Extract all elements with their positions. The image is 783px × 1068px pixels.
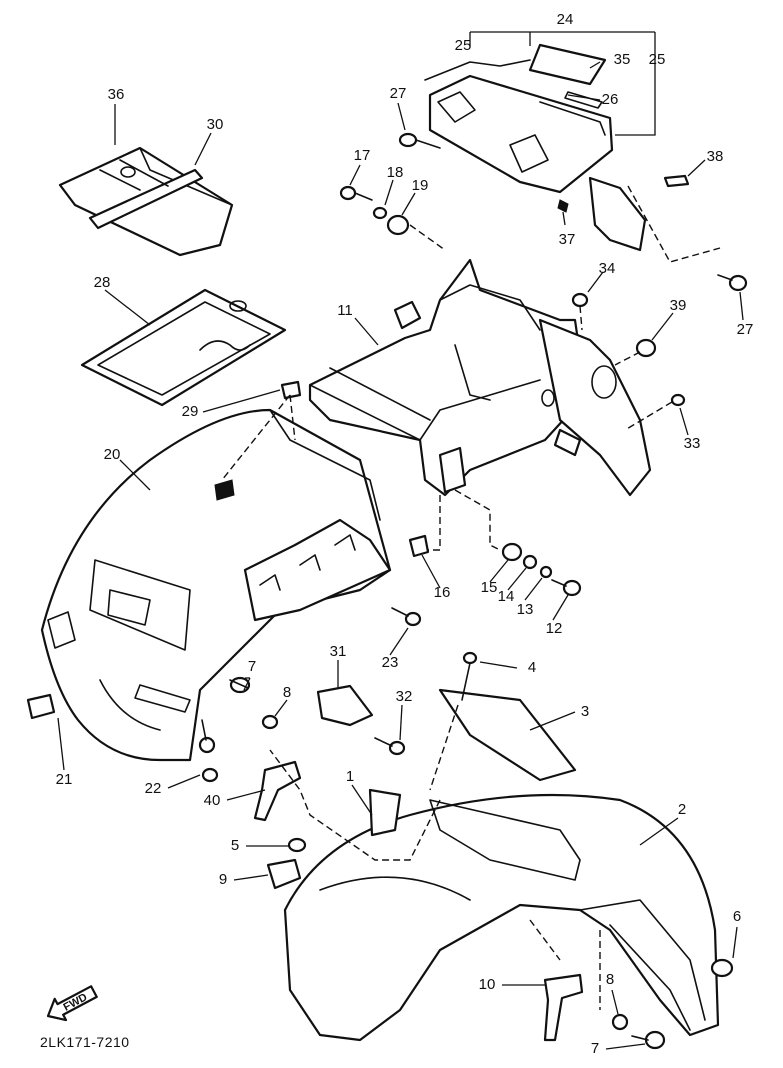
callout-28: 28 xyxy=(94,274,111,291)
callout-40: 40 xyxy=(204,792,221,809)
stay-40 xyxy=(253,760,302,822)
callout-4: 4 xyxy=(528,659,536,676)
rear-frame xyxy=(308,258,652,497)
callout-34: 34 xyxy=(599,260,616,277)
callout-7-top: 7 xyxy=(248,658,256,675)
callout-29: 29 xyxy=(182,403,199,420)
rear-fender xyxy=(40,408,392,762)
callout-36: 36 xyxy=(108,86,125,103)
callout-27-top: 27 xyxy=(390,85,407,102)
callout-39: 39 xyxy=(670,297,687,314)
callout-16: 16 xyxy=(434,584,451,601)
callout-6: 6 xyxy=(733,908,741,925)
seat-pouch xyxy=(58,146,234,257)
callout-31: 31 xyxy=(330,643,347,660)
callout-1: 1 xyxy=(346,768,354,785)
callout-21: 21 xyxy=(56,771,73,788)
callout-33: 33 xyxy=(684,435,701,452)
fwd-arrow-icon: FWD xyxy=(46,985,98,1022)
callout-8-top: 8 xyxy=(283,684,291,701)
callout-12: 12 xyxy=(546,620,563,637)
callout-35: 35 xyxy=(614,51,631,68)
callout-13: 13 xyxy=(517,601,534,618)
callout-20: 20 xyxy=(104,446,121,463)
callout-25-left: 25 xyxy=(455,37,472,54)
callout-32: 32 xyxy=(396,688,413,705)
taillight-group xyxy=(424,31,656,213)
bracket-31 xyxy=(316,684,374,727)
callout-18: 18 xyxy=(387,164,404,181)
callout-3: 3 xyxy=(581,703,589,720)
callout-24: 24 xyxy=(557,11,574,28)
callout-11: 11 xyxy=(337,302,353,319)
callout-23: 23 xyxy=(382,654,399,671)
callout-10: 10 xyxy=(479,976,496,993)
callout-25-right: 25 xyxy=(649,51,666,68)
callout-17: 17 xyxy=(354,147,371,164)
fwd-label: FWD xyxy=(62,991,90,1013)
callout-9: 9 xyxy=(219,871,227,888)
callout-leaders xyxy=(57,61,744,1050)
callout-22: 22 xyxy=(145,780,162,797)
callout-30: 30 xyxy=(207,116,224,133)
reflector-21 xyxy=(26,693,56,720)
stay-10 xyxy=(543,973,584,1042)
callout-19: 19 xyxy=(412,177,429,194)
inner-mudguard-3 xyxy=(438,688,577,782)
callout-5: 5 xyxy=(231,837,239,854)
callout-2: 2 xyxy=(678,801,686,818)
grommet-9 xyxy=(266,858,302,890)
callout-labels: 24 25 25 35 26 36 30 27 17 18 19 38 37 2… xyxy=(56,11,754,1057)
catalog-code: 2LK171-7210 xyxy=(40,1034,130,1050)
assembly-lines xyxy=(221,185,721,1010)
callout-7-bottom: 7 xyxy=(591,1040,599,1057)
front-fender xyxy=(283,788,720,1042)
callout-26: 26 xyxy=(602,91,619,108)
fasteners xyxy=(198,132,748,1050)
callout-14: 14 xyxy=(498,588,515,605)
callout-27-right: 27 xyxy=(737,321,754,338)
tray-plate xyxy=(80,288,287,407)
callout-38: 38 xyxy=(707,148,724,165)
nut-5 xyxy=(287,837,307,853)
callout-8-bottom: 8 xyxy=(606,971,614,988)
callout-37: 37 xyxy=(559,231,576,248)
callout-15: 15 xyxy=(481,579,498,596)
